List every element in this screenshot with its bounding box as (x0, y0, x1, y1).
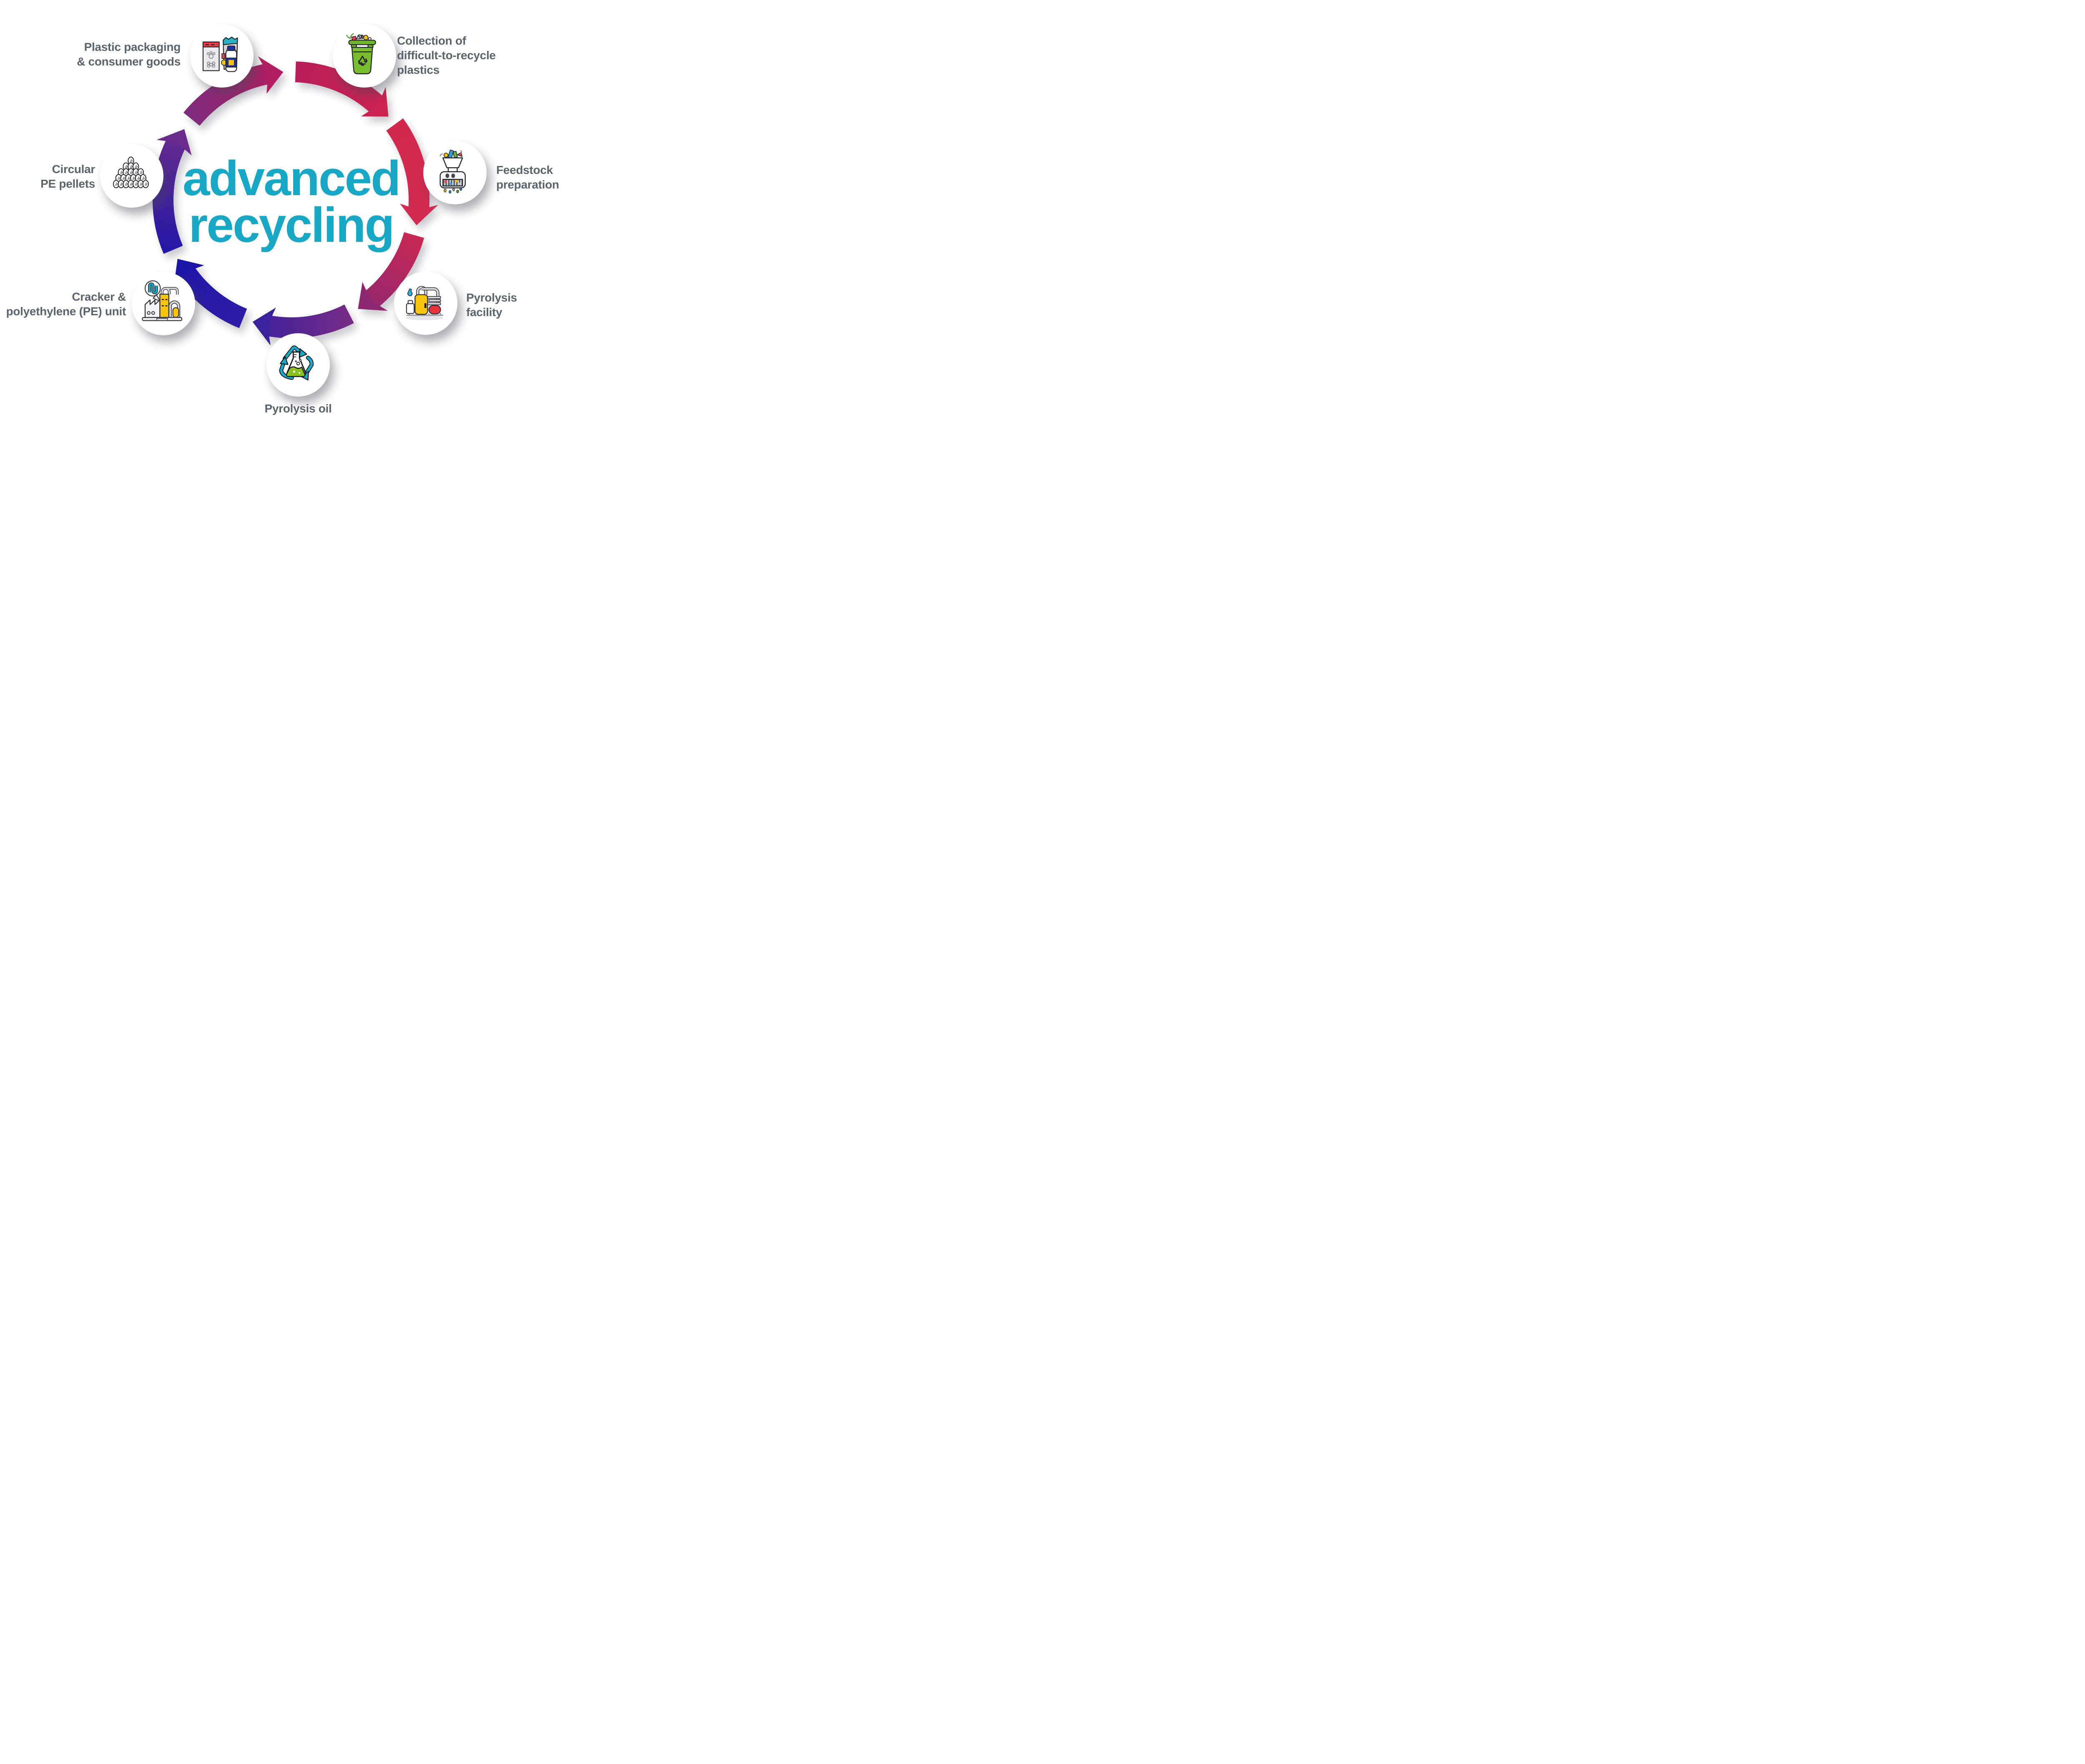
ring-arrowhead (399, 204, 438, 226)
flask-recycle-icon (279, 345, 314, 381)
pyrolysis-plant-icon (405, 286, 443, 320)
label-feedstock-preparation: Feedstock preparation (496, 163, 559, 191)
recycling-loop-ring (152, 56, 438, 346)
ring-segment-circular-pe-pellets-to-plastic-packaging (152, 129, 192, 254)
node-feedstock-preparation (423, 141, 487, 204)
label-cracker-pe-unit: Cracker & polyethylene (PE) unit (6, 290, 126, 318)
node-pyrolysis-facility (394, 271, 457, 335)
center-title-line1: advanced (182, 151, 401, 206)
ring-segment-plastic-packaging-to-collection (183, 56, 284, 126)
pellets-pile-icon (113, 156, 149, 188)
ring-arrowhead (173, 259, 204, 289)
ring-arrowhead (258, 56, 284, 94)
label-collection: Collection of difficult-to-recycle plast… (397, 34, 496, 76)
ring-segment-pyrolysis-oil-to-cracker-pe-unit (252, 304, 354, 346)
ring-arrowhead (252, 307, 276, 346)
ring-segment-pyrolysis-facility-to-pyrolysis-oil (358, 232, 425, 311)
advanced-recycling-diagram: advanced recycling CHIPS (0, 0, 564, 441)
node-circular-pe-pellets (100, 144, 163, 208)
cracker-factory-icon (142, 280, 183, 321)
ring-segment-feedstock-preparation-to-pyrolysis-facility (386, 118, 438, 226)
ring-arrowhead (361, 87, 389, 117)
node-cracker-pe-unit (132, 272, 195, 335)
ring-segment-cracker-pe-unit-to-circular-pe-pellets (173, 259, 247, 328)
label-circular-pe-pellets: Circular PE pellets (40, 163, 95, 190)
label-pyrolysis-facility: Pyrolysis facility (466, 291, 517, 319)
ring-arrowhead (358, 282, 388, 311)
packaging-goods-icon: CHIPS (202, 36, 238, 72)
ring-arrowhead (156, 129, 192, 156)
ring-segment-collection-to-feedstock-preparation (295, 61, 389, 117)
recycling-bin-icon (346, 33, 376, 75)
center-title-line2: recycling (188, 198, 394, 253)
node-pyrolysis-oil (266, 333, 330, 397)
center-title: advanced recycling (166, 151, 416, 253)
label-plastic-packaging: Plastic packaging & consumer goods (77, 40, 181, 68)
node-collection (333, 24, 396, 88)
shredder-icon (440, 149, 466, 194)
label-pyrolysis-oil: Pyrolysis oil (264, 402, 332, 415)
node-plastic-packaging: CHIPS (190, 24, 254, 88)
